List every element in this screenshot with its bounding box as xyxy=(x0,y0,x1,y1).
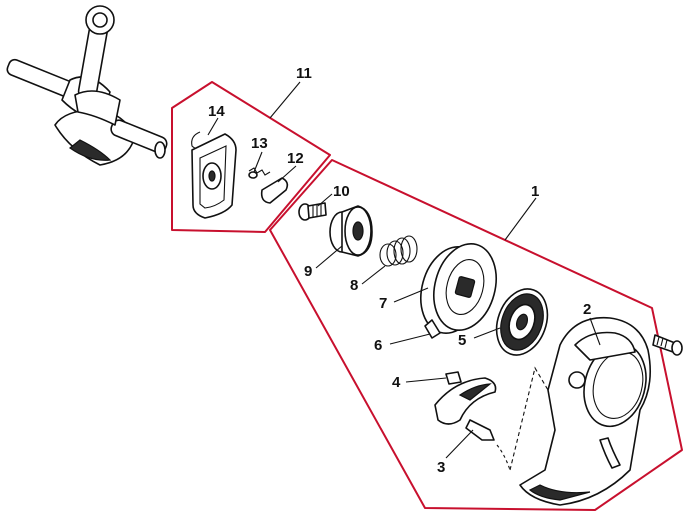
callout-2: 2 xyxy=(583,301,591,318)
pawl-plate-part xyxy=(191,133,237,219)
leader-2 xyxy=(589,317,601,346)
leader-11 xyxy=(269,81,301,119)
leader-14 xyxy=(207,117,219,136)
leader-12 xyxy=(277,165,297,183)
starter-housing-part xyxy=(519,316,651,506)
housing-bolt-part xyxy=(652,334,683,356)
callout-6: 6 xyxy=(374,337,382,354)
leader-7 xyxy=(393,287,429,303)
callout-9: 9 xyxy=(304,263,312,280)
leader-4 xyxy=(405,377,447,383)
group-outline-11 xyxy=(171,81,331,233)
group-outline-1 xyxy=(269,159,683,511)
pawl-spring-part xyxy=(248,167,271,179)
rope-line xyxy=(509,366,549,471)
leader-13 xyxy=(253,151,263,173)
rope-pulley-part xyxy=(420,242,497,339)
starter-handle-part xyxy=(434,377,511,471)
callout-5: 5 xyxy=(458,332,466,349)
rope-clip-part xyxy=(445,371,462,385)
crankshaft-part xyxy=(6,5,168,166)
recoil-spring-part xyxy=(495,288,549,356)
callout-10: 10 xyxy=(333,183,350,200)
pawl-part xyxy=(260,177,289,204)
leader-5 xyxy=(473,327,501,339)
callout-11: 11 xyxy=(296,65,312,82)
leader-9 xyxy=(315,245,343,269)
callout-1: 1 xyxy=(531,183,539,200)
center-screw-part xyxy=(298,202,327,221)
leader-1 xyxy=(504,197,537,241)
callout-4: 4 xyxy=(392,374,401,391)
coil-spring-part xyxy=(379,235,418,267)
callout-8: 8 xyxy=(350,277,358,294)
leader-3 xyxy=(445,429,474,459)
callout-13: 13 xyxy=(251,135,268,152)
callout-14: 14 xyxy=(208,103,225,120)
leader-10 xyxy=(317,193,333,207)
callout-7: 7 xyxy=(379,295,387,312)
leader-8 xyxy=(361,265,386,285)
callout-12: 12 xyxy=(287,150,304,167)
pulley-hub-part xyxy=(329,205,373,257)
leader-6 xyxy=(389,333,431,345)
callout-3: 3 xyxy=(437,459,445,476)
